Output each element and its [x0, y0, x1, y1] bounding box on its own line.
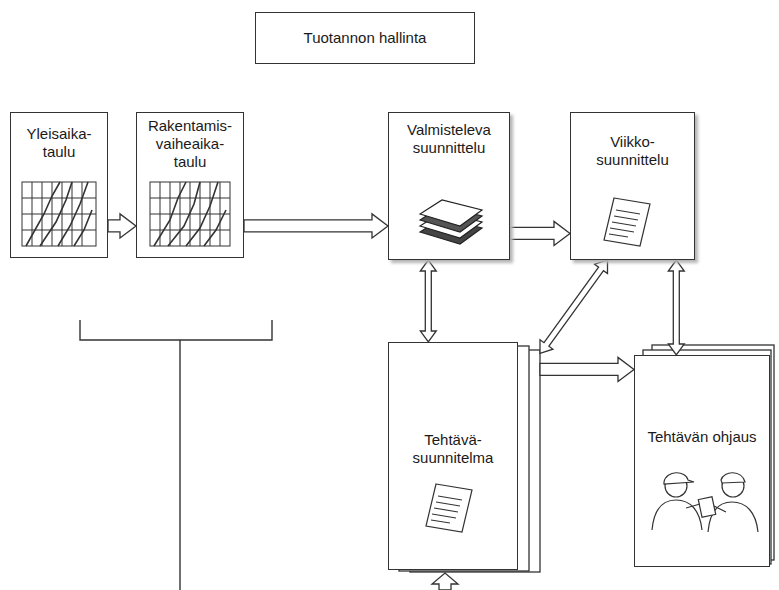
- workers-icon: [652, 473, 758, 532]
- front-page-ground: [634, 355, 770, 567]
- sheet: [426, 484, 472, 532]
- process-box: Tuotannon hallinta: [255, 12, 475, 64]
- process-box: Rakentamis- vaiheaika- taulu: [136, 112, 244, 258]
- sheet: [604, 198, 650, 246]
- chart-frame: [150, 182, 230, 246]
- sheet-lines: [609, 210, 640, 237]
- node-label: Yleisaika- taulu: [17, 125, 101, 161]
- worker-arm: [686, 504, 726, 512]
- block-arrow: [244, 214, 388, 238]
- worker-cap: [664, 473, 694, 484]
- block-arrow: [510, 221, 570, 245]
- node-label: Tuotannon hallinta: [256, 29, 474, 47]
- front-page-ground: [388, 342, 518, 570]
- worker-cap: [721, 473, 745, 483]
- bracket-line: [80, 320, 272, 590]
- process-box: Viikko- suunnittelu: [570, 112, 695, 260]
- sheet-lines: [431, 496, 462, 523]
- schedule-chart-icon: [22, 182, 96, 246]
- block-arrow: [540, 357, 634, 381]
- page-stack: [634, 345, 774, 567]
- chart-curve: [154, 182, 226, 246]
- process-box: Tehtävän ohjaus: [634, 355, 770, 567]
- tablet: [698, 497, 715, 518]
- block-arrow: [108, 214, 136, 238]
- node-label: Viikko- suunnittelu: [581, 133, 685, 169]
- chart-frame: [22, 182, 96, 246]
- document-icon: [604, 198, 650, 246]
- schedule-chart-icon: [150, 182, 230, 246]
- process-box: Yleisaika- taulu: [10, 112, 108, 258]
- block-arrow: [420, 260, 436, 342]
- document-icon: [426, 484, 472, 532]
- chart-grid: [32, 182, 82, 246]
- document-stack-icon: [420, 200, 482, 244]
- block-arrow: [668, 260, 684, 355]
- book: [420, 200, 482, 226]
- input-arrow: [432, 573, 458, 590]
- process-box: Valmisteleva suunnittelu: [388, 112, 510, 260]
- node-label: Rakentamis- vaiheaika- taulu: [144, 117, 236, 171]
- worker-body: [652, 500, 702, 530]
- node-label: Tehtävän ohjaus: [646, 428, 758, 446]
- block-arrow: [540, 260, 608, 353]
- chart-curve: [26, 182, 92, 246]
- node-label: Tehtävä- suunnitelma: [397, 431, 509, 467]
- page-stack: [388, 342, 540, 572]
- node-label: Valmisteleva suunnittelu: [397, 121, 501, 157]
- process-box: Tehtävä- suunnitelma: [388, 342, 518, 570]
